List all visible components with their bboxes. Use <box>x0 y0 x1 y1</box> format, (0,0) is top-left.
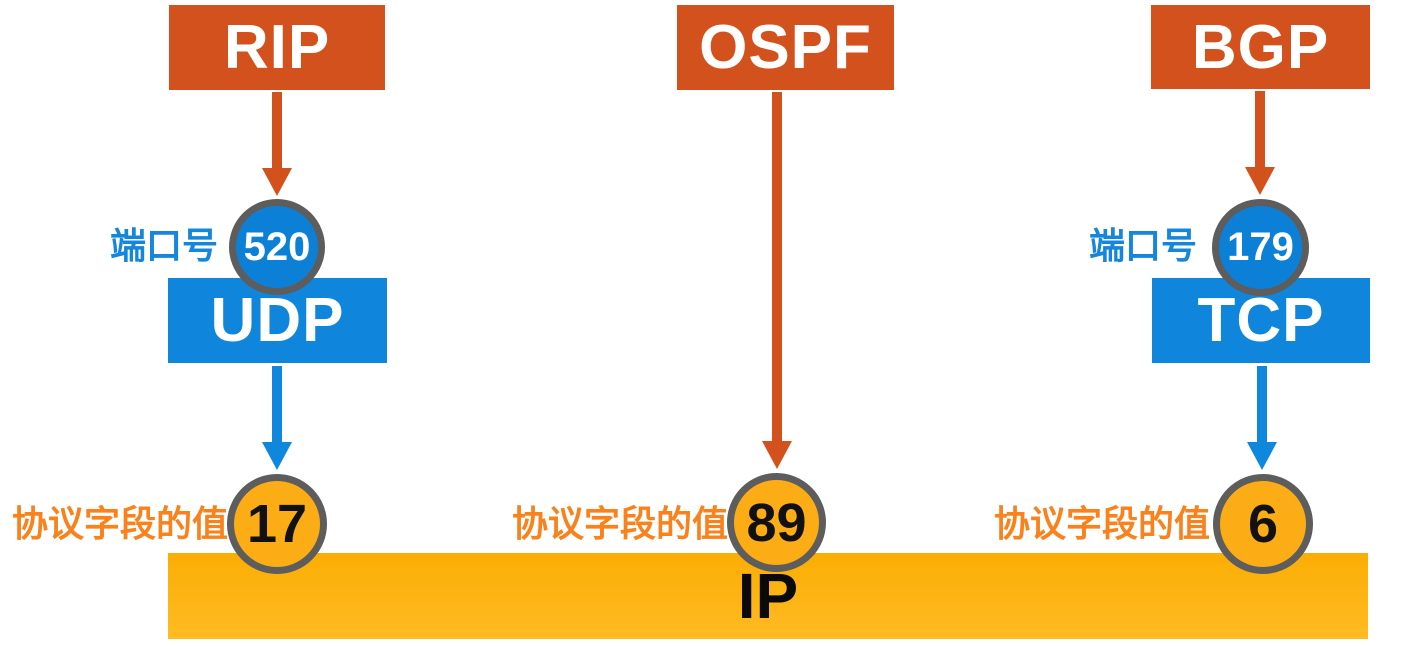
ospf-to-ip-arrow <box>762 92 792 469</box>
protocol-field-label-tcp: 协议字段的值 <box>994 503 1211 544</box>
arrow-shaft <box>272 366 282 442</box>
port-number-label-bgp: 端口号 <box>1089 225 1198 266</box>
ospf-protocol-box: OSPF <box>677 5 894 90</box>
bgp-protocol-box: BGP <box>1151 5 1370 89</box>
rip-to-port-arrow <box>262 92 292 196</box>
rip-protocol-box: RIP <box>169 5 385 90</box>
arrow-head-icon <box>1247 442 1277 470</box>
field-circle-6: 6 <box>1213 474 1313 574</box>
port-number-label-rip: 端口号 <box>110 225 219 266</box>
udp-to-ip-arrow <box>262 366 292 470</box>
ip-layer-label: IP <box>737 560 799 632</box>
tcp-protocol-box: TCP <box>1152 278 1370 363</box>
field-circle-89: 89 <box>727 473 826 572</box>
arrow-shaft <box>272 92 282 168</box>
bgp-to-port-arrow <box>1245 91 1275 195</box>
protocol-field-label-ospf: 协议字段的值 <box>512 503 729 544</box>
arrow-shaft <box>1255 91 1265 167</box>
port-circle-179: 179 <box>1212 199 1309 296</box>
port-circle-520: 520 <box>229 199 325 295</box>
arrow-head-icon <box>262 168 292 196</box>
arrow-shaft <box>1257 366 1267 442</box>
arrow-head-icon <box>1245 167 1275 195</box>
arrow-head-icon <box>762 441 792 469</box>
tcp-to-ip-arrow <box>1247 366 1277 470</box>
arrow-shaft <box>772 92 782 441</box>
arrow-head-icon <box>262 442 292 470</box>
protocol-field-label-udp: 协议字段的值 <box>12 503 229 544</box>
field-circle-17: 17 <box>227 474 327 574</box>
